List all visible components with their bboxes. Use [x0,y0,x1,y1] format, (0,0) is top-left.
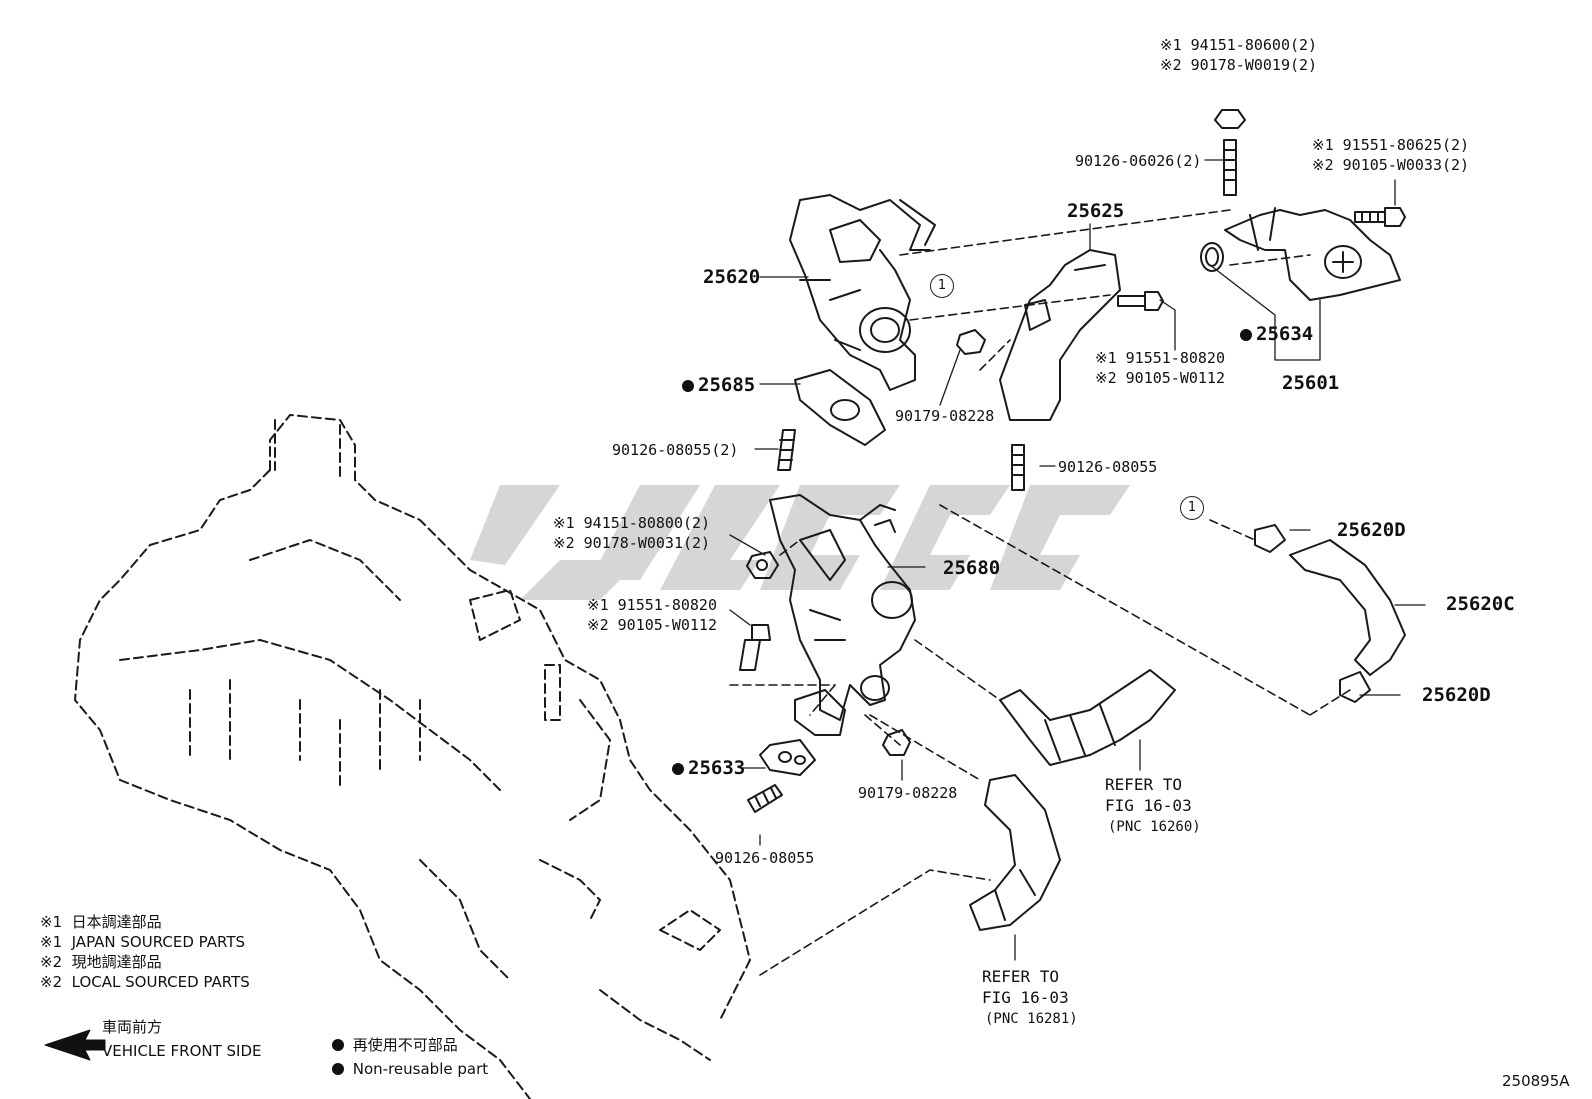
nut-mid [956,329,986,355]
hose-pnc-16281 [969,774,1061,931]
non-reusable-dot-icon [332,1063,344,1075]
gasket-25685 [794,369,886,446]
callout-1-lower: 1 [1180,496,1204,520]
label-part-25634-text: 25634 [1256,323,1314,345]
label-part-25634: 25634 [1240,323,1313,345]
flange-plate [794,689,846,736]
egr-valve-25680 [769,494,916,721]
label-nut-low: 90179-08228 [858,784,958,802]
bolt-right [1354,207,1406,227]
hose-pnc-16260 [999,669,1176,766]
front-arrow-icon [44,1029,106,1061]
non-reusable-dot-icon [1240,329,1252,341]
label-part-25620: 25620 [703,266,761,288]
leader-lines [729,159,1426,961]
label-nut-mid: 90179-08228 [895,407,995,425]
non-reusable-en-text: Non-reusable part [352,1060,489,1078]
refer-16260-line3: (PNC 16260) [1108,819,1201,835]
gasket-25633 [759,739,816,776]
label-part-25680: 25680 [943,557,1001,579]
label-bolt-low-2: ※2 90105-W0112 [587,616,717,634]
label-nut-left-2: ※2 90178-W0031(2) [553,534,711,552]
front-side-en: VEHICLE FRONT SIDE [102,1042,262,1060]
watermark-logo [470,485,1130,600]
label-part-25620d-bottom: 25620D [1422,684,1491,706]
label-part-25601: 25601 [1282,372,1340,394]
refer-16281-line1: REFER TO [982,967,1060,986]
label-stud-left: 90126-08055(2) [612,441,739,459]
callout-1-upper: 1 [930,274,954,298]
refer-16281-line3: (PNC 16281) [985,1011,1078,1027]
clamp-25620d-bottom [1339,671,1371,703]
label-nut-top-2: ※2 90178-W0019(2) [1160,56,1318,74]
label-part-25620d-top: 25620D [1337,519,1406,541]
legend-line-1: ※1 日本調達部品 [40,913,162,931]
refer-16260-line2: FIG 16-03 [1105,796,1192,815]
bolt-mid [1117,291,1164,311]
gasket-25634 [1200,242,1224,272]
insulator-25625 [999,249,1121,421]
clamp-25620d-top [1254,524,1286,553]
label-part-25633-text: 25633 [688,757,746,779]
non-reusable-dot-icon [332,1039,344,1051]
stud-left [777,429,796,471]
label-stud-top: 90126-06026(2) [1075,152,1202,170]
engine-block-outline [74,414,751,1099]
egr-cooler-bracket-25601 [1224,207,1401,301]
nut-low [882,729,911,756]
non-reusable-jp-text: 再使用不可部品 [352,1036,458,1054]
stud-mid [1011,444,1025,491]
refer-16260-line1: REFER TO [1105,775,1183,794]
label-part-25685: 25685 [682,374,755,396]
figure-id: 250895A [1502,1072,1570,1090]
label-bolt-right-1: ※1 91551-80625(2) [1312,136,1470,154]
connection-lines [729,209,1351,976]
label-bolt-mid-2: ※2 90105-W0112 [1095,369,1225,387]
label-part-25685-text: 25685 [698,374,756,396]
front-side-jp: 車両前方 [102,1018,163,1036]
label-bolt-right-2: ※2 90105-W0033(2) [1312,156,1470,174]
legend-line-3: ※2 現地調達部品 [40,953,162,971]
label-stud-mid: 90126-08055 [1058,458,1158,476]
non-reusable-en: Non-reusable part [332,1060,488,1079]
stud-low [747,784,783,813]
non-reusable-dot-icon [682,380,694,392]
stud-top [1214,109,1246,196]
hose-25620c [1289,539,1406,676]
legend-line-4: ※2 LOCAL SOURCED PARTS [40,973,250,991]
nut-left [746,551,779,579]
label-part-25633: 25633 [672,757,745,779]
non-reusable-jp: 再使用不可部品 [332,1036,458,1055]
legend-line-2: ※1 JAPAN SOURCED PARTS [40,933,246,951]
label-stud-low: 90126-08055 [715,849,815,867]
label-bolt-mid-1: ※1 91551-80820 [1095,349,1225,367]
label-bolt-low-1: ※1 91551-80820 [587,596,717,614]
label-part-25625: 25625 [1067,200,1125,222]
non-reusable-dot-icon [672,763,684,775]
label-nut-top-1: ※1 94151-80600(2) [1160,36,1318,54]
label-nut-left-1: ※1 94151-80800(2) [553,514,711,532]
refer-16281-line2: FIG 16-03 [982,988,1069,1007]
label-part-25620c: 25620C [1446,593,1515,615]
egr-valve-25620 [789,194,936,391]
bolt-low [739,624,771,671]
